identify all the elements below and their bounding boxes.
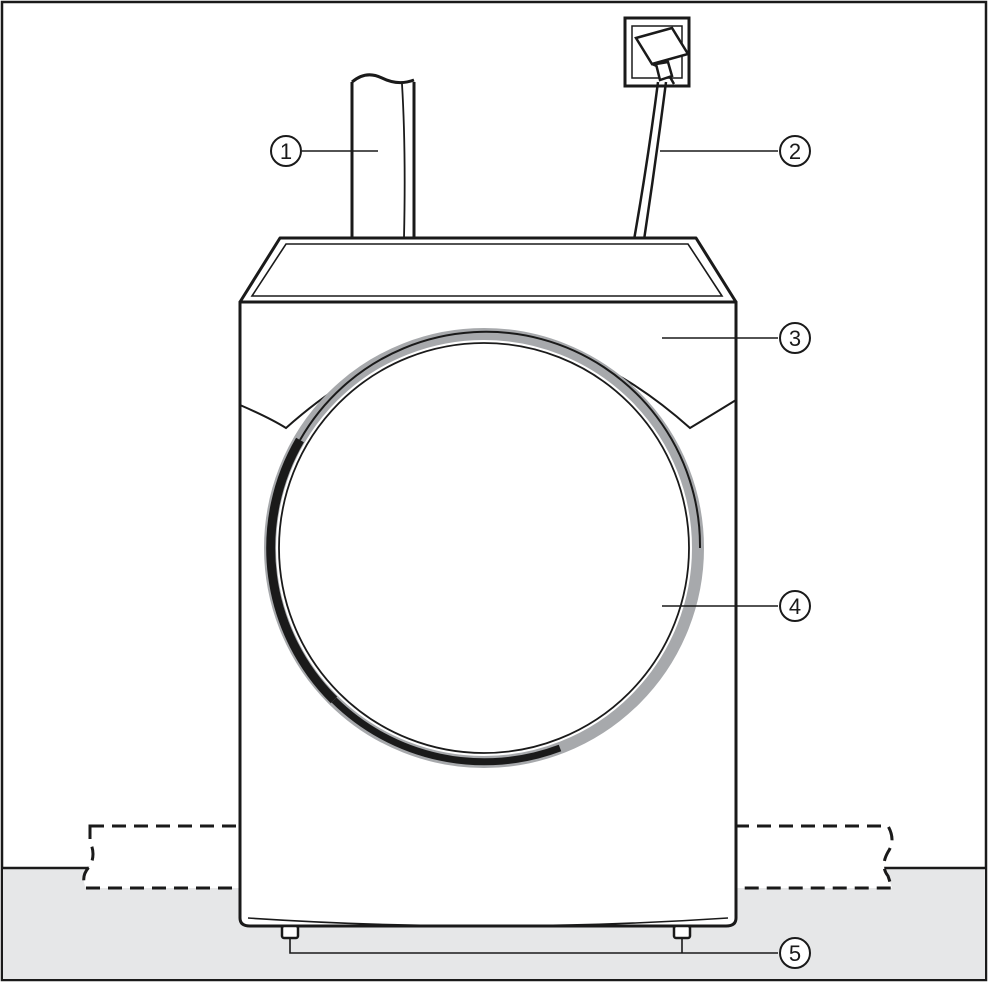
dryer-top [238,236,738,304]
callout-3-number: 3 [789,326,801,351]
leader-lines [289,150,778,954]
callout-5-number: 5 [789,941,801,966]
callout-4: 4 [779,590,811,622]
callout-1: 1 [270,135,302,167]
callout-5: 5 [779,937,811,969]
adjustable-feet [280,924,692,940]
porthole-door [264,328,704,768]
callout-4-number: 4 [789,594,801,619]
callout-3: 3 [779,322,811,354]
wall-socket [623,16,691,88]
callout-1-number: 1 [280,139,292,164]
plinth-outline [82,824,895,890]
power-cable [632,81,668,241]
callout-2-number: 2 [789,139,801,164]
callout-2: 2 [779,135,811,167]
water-pipe [350,73,416,240]
